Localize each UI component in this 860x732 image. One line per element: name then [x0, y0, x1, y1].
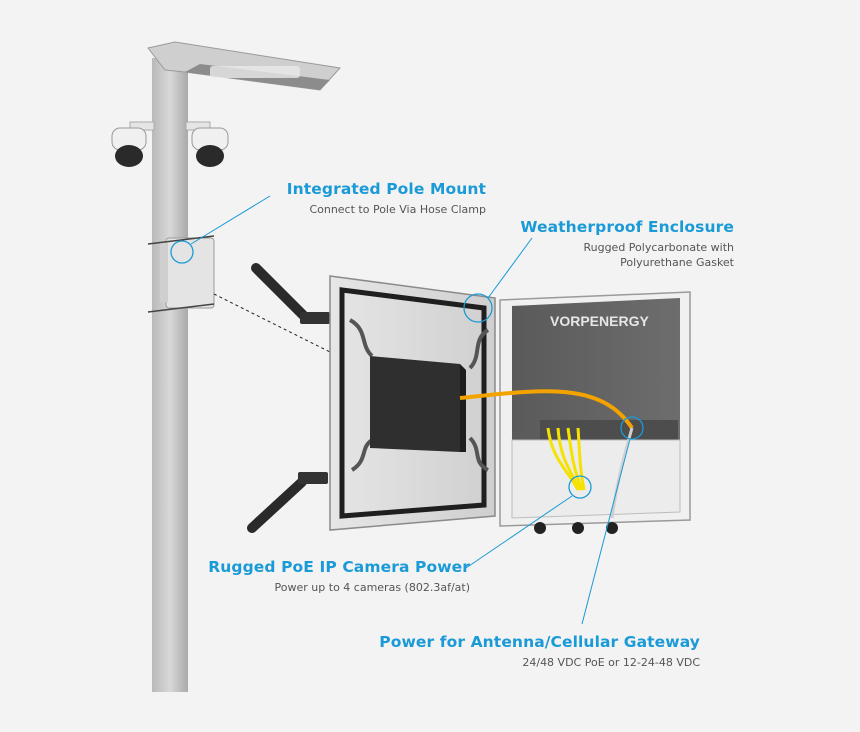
callout-poe-power-title: Rugged PoE IP Camera Power	[208, 558, 470, 576]
callout-enclosure-subtitle-1: Rugged Polycarbonate with	[520, 240, 734, 255]
callout-poe-power-subtitle: Power up to 4 cameras (802.3af/at)	[208, 580, 470, 595]
callout-gateway-power-subtitle: 24/48 VDC PoE or 12-24-48 VDC	[379, 655, 700, 670]
callout-pole-mount-subtitle: Connect to Pole Via Hose Clamp	[287, 202, 486, 217]
security-camera-left	[112, 122, 154, 167]
antenna-top	[256, 268, 330, 324]
enclosure-door	[330, 276, 495, 530]
antenna-bottom	[252, 472, 328, 528]
callout-enclosure: Weatherproof Enclosure Rugged Polycarbon…	[520, 218, 734, 270]
callout-gateway-power-title: Power for Antenna/Cellular Gateway	[379, 633, 700, 651]
callout-pole-mount: Integrated Pole Mount Connect to Pole Vi…	[287, 180, 486, 217]
callout-poe-power: Rugged PoE IP Camera Power Power up to 4…	[208, 558, 470, 595]
callout-enclosure-title: Weatherproof Enclosure	[520, 218, 734, 236]
security-camera-right	[186, 122, 228, 167]
callout-enclosure-subtitle-2: Polyurethane Gasket	[520, 255, 734, 270]
brand-logo: VORPENERGY	[550, 313, 649, 329]
callout-pole-mount-title: Integrated Pole Mount	[287, 180, 486, 198]
callout-gateway-power: Power for Antenna/Cellular Gateway 24/48…	[379, 633, 700, 670]
